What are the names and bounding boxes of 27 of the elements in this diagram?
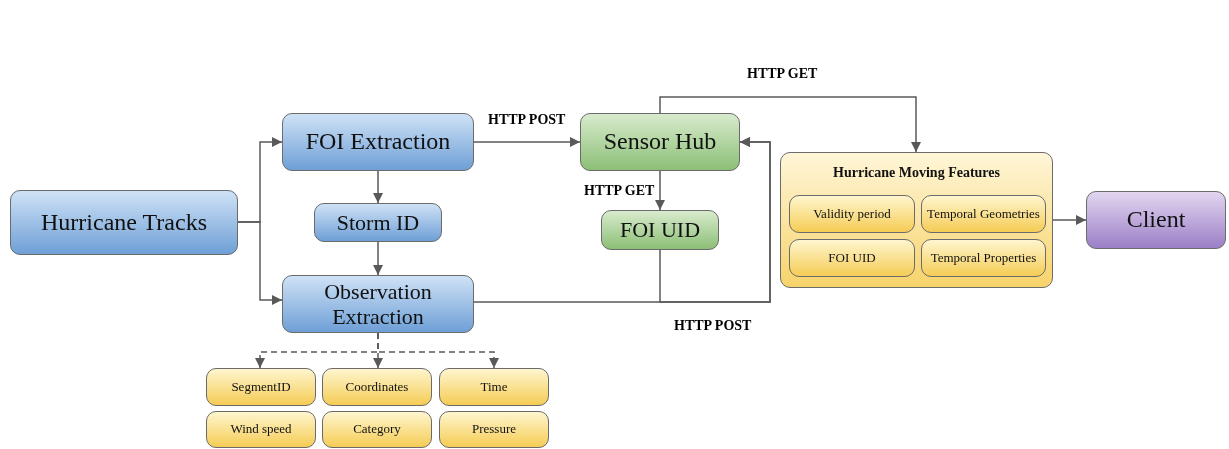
arrow — [655, 170, 665, 211]
arrow — [473, 137, 581, 147]
attribute-box: FOI UID — [789, 239, 915, 277]
process-box: FOI UID — [601, 210, 719, 250]
arrow — [377, 332, 499, 369]
process-box: Observation Extraction — [282, 275, 474, 333]
attribute-box: Pressure — [439, 411, 549, 448]
attribute-box: Temporal Properties — [921, 239, 1046, 277]
attribute-box: Coordinates — [322, 368, 432, 406]
attribute-box: Category — [322, 411, 432, 448]
attribute-box: Wind speed — [206, 411, 316, 448]
process-box: Client — [1086, 191, 1226, 249]
attribute-box: Temporal Geometries — [921, 195, 1046, 233]
process-box: Sensor Hub — [580, 113, 740, 171]
attribute-box: SegmentID — [206, 368, 316, 406]
arrow — [373, 241, 383, 276]
group-box: Hurricane Moving Features Validity period Temporal Geometries FOI UID Temporal Properties — [780, 152, 1053, 288]
arrow — [659, 137, 771, 303]
attribute-box: Validity period — [789, 195, 915, 233]
arrow — [373, 170, 383, 204]
process-box: Hurricane Tracks — [10, 190, 238, 255]
process-box: FOI Extraction — [282, 113, 474, 171]
attribute-box: Time — [439, 368, 549, 406]
arrow — [659, 96, 921, 153]
process-box: Storm ID — [314, 203, 442, 242]
arrow — [237, 221, 283, 305]
arrow — [1052, 215, 1087, 225]
